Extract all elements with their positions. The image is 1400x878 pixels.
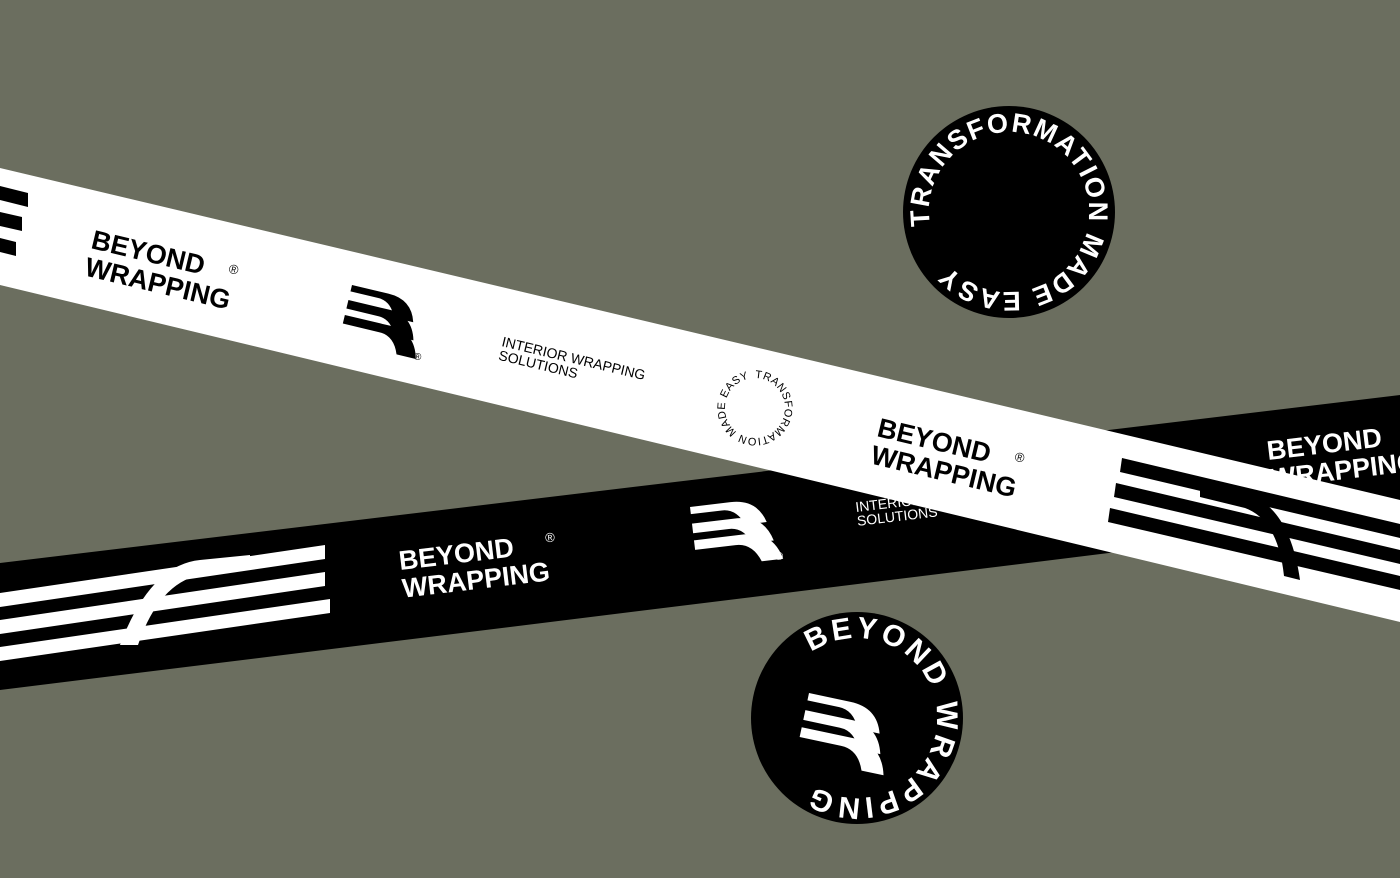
registered-mark: ® — [544, 529, 556, 545]
logo-badge: BEYOND WRAPPING — [716, 569, 1006, 861]
slogan-badge-disc — [903, 106, 1115, 318]
stripe-mark-right — [1108, 458, 1400, 590]
stripe-mark-left — [0, 545, 330, 661]
stripe-mark-left-fragment — [0, 186, 28, 256]
slogan-badge: TRANSFORMATION MADE EASY — [888, 91, 1130, 333]
white-tape-band: BEYOND ® WRAPPING ® INTERIOR WRAPPING SO… — [0, 168, 1400, 622]
registered-mark-small: ® — [775, 551, 783, 563]
registered-mark-white-small: ® — [414, 352, 422, 363]
registered-mark-white-2: ® — [1013, 449, 1026, 466]
registered-mark-white: ® — [227, 261, 240, 278]
white-tape — [0, 168, 1400, 622]
